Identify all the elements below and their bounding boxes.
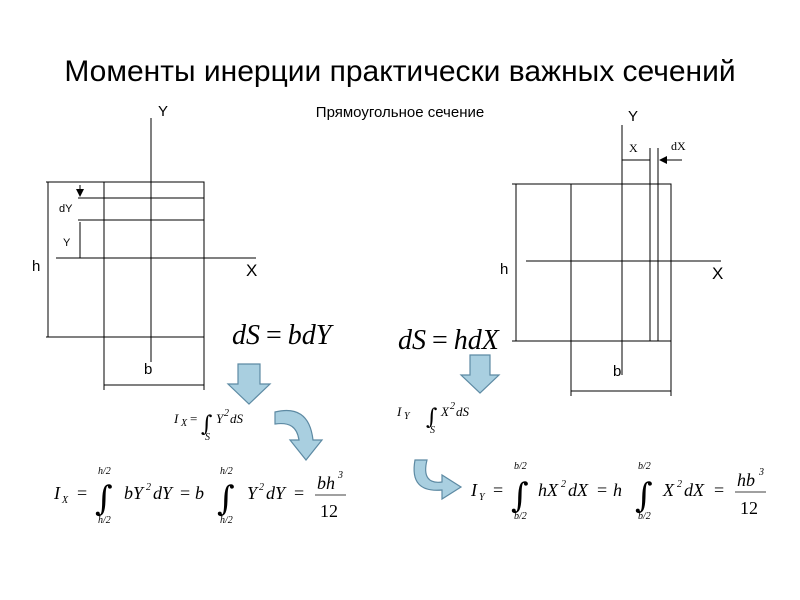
right-b-label: b <box>613 363 621 380</box>
svg-text:dS: dS <box>230 411 244 426</box>
svg-text:dY: dY <box>153 483 174 503</box>
svg-text:S: S <box>430 425 435 436</box>
svg-text:b/2: b/2 <box>638 511 651 522</box>
svg-text:dX: dX <box>684 480 705 500</box>
svg-text:hb: hb <box>737 470 755 490</box>
svg-text:3: 3 <box>758 467 764 478</box>
svg-text:=: = <box>190 411 197 426</box>
svg-text:3: 3 <box>337 470 343 481</box>
svg-text:dS: dS <box>456 404 470 419</box>
svg-text:dY: dY <box>266 483 287 503</box>
left-yoff-label: Y <box>63 237 71 249</box>
svg-text:=: = <box>714 480 724 500</box>
right-iy-integral-formula: I Y ∫ S X 2 dS <box>396 401 470 436</box>
svg-text:∫: ∫ <box>95 479 113 519</box>
right-dx-label: dX <box>671 139 686 153</box>
svg-text:=: = <box>294 483 304 503</box>
page-subtitle: Прямоугольное сечение <box>315 104 485 121</box>
right-x-axis-label: X <box>712 264 723 283</box>
svg-text:X: X <box>662 480 675 500</box>
right-iy-result-formula: I Y = b/2 ∫ b/2 hX 2 dX = h b/2 ∫ b/2 X … <box>470 461 766 522</box>
svg-text:Y: Y <box>216 411 225 426</box>
left-rectangle-section: Y X h b dY Y <box>32 103 257 390</box>
svg-text:I: I <box>470 480 478 500</box>
right-xoff-label: X <box>629 141 638 155</box>
svg-text:2: 2 <box>224 408 229 419</box>
svg-text:b: b <box>195 483 204 503</box>
svg-text:b/2: b/2 <box>638 461 651 472</box>
svg-text:Y: Y <box>479 492 486 503</box>
left-y-axis-label: Y <box>158 103 168 120</box>
left-h-label: h <box>32 258 40 275</box>
right-rectangle <box>570 183 672 342</box>
right-y-axis-label: Y <box>628 108 638 125</box>
svg-text:∫: ∫ <box>511 476 529 516</box>
right-h-label: h <box>500 261 508 278</box>
svg-text:2: 2 <box>677 479 682 490</box>
svg-text:bh: bh <box>317 473 335 493</box>
svg-text:=: = <box>77 483 87 503</box>
svg-text:2: 2 <box>259 482 264 493</box>
svg-text:I: I <box>53 483 61 503</box>
left-dy-label: dY <box>59 203 73 215</box>
svg-text:X: X <box>61 495 69 506</box>
left-down-arrow <box>226 363 272 405</box>
svg-text:=: = <box>180 483 190 503</box>
svg-text:bY: bY <box>124 483 145 503</box>
svg-text:h/2: h/2 <box>98 515 111 526</box>
svg-text:=: = <box>597 480 607 500</box>
svg-text:b/2: b/2 <box>514 511 527 522</box>
svg-text:2: 2 <box>450 401 455 412</box>
left-x-axis-label: X <box>246 261 257 280</box>
svg-text:h/2: h/2 <box>220 515 233 526</box>
svg-text:I: I <box>173 411 179 426</box>
svg-text:X: X <box>440 404 450 419</box>
svg-text:h/2: h/2 <box>220 466 233 477</box>
svg-text:X: X <box>180 418 188 429</box>
svg-text:b/2: b/2 <box>514 461 527 472</box>
svg-text:h: h <box>613 480 622 500</box>
right-rectangle-section: Y X h b dX X <box>500 108 723 396</box>
svg-text:S: S <box>205 432 210 443</box>
left-ix-integral-formula: I X = ∫ S Y 2 dS <box>173 408 244 443</box>
svg-text:dX: dX <box>568 480 589 500</box>
svg-text:∫: ∫ <box>635 476 653 516</box>
right-curved-arrow <box>413 459 463 501</box>
svg-text:∫: ∫ <box>426 405 438 430</box>
right-ds-formula: dS=hdX <box>398 325 500 356</box>
svg-text:=: = <box>493 480 503 500</box>
svg-text:12: 12 <box>740 498 758 518</box>
svg-text:hX: hX <box>538 480 559 500</box>
svg-text:∫: ∫ <box>201 412 213 437</box>
page-title: Моменты инерции практически важных сечен… <box>64 55 736 88</box>
svg-text:2: 2 <box>561 479 566 490</box>
svg-text:2: 2 <box>146 482 151 493</box>
svg-text:I: I <box>396 404 402 419</box>
svg-text:Y: Y <box>404 411 411 422</box>
right-down-arrow <box>459 354 501 394</box>
svg-text:∫: ∫ <box>217 479 235 519</box>
svg-text:Y: Y <box>247 483 259 503</box>
left-b-label: b <box>144 361 152 378</box>
svg-text:12: 12 <box>320 501 338 521</box>
left-ix-result-formula: I X = h/2 ∫ h/2 bY 2 dY = b h/2 ∫ h/2 Y … <box>53 466 346 526</box>
svg-text:h/2: h/2 <box>98 466 111 477</box>
left-rectangle <box>103 181 205 338</box>
left-curved-arrow <box>274 410 324 461</box>
left-ds-formula: dS=bdY <box>232 320 335 351</box>
